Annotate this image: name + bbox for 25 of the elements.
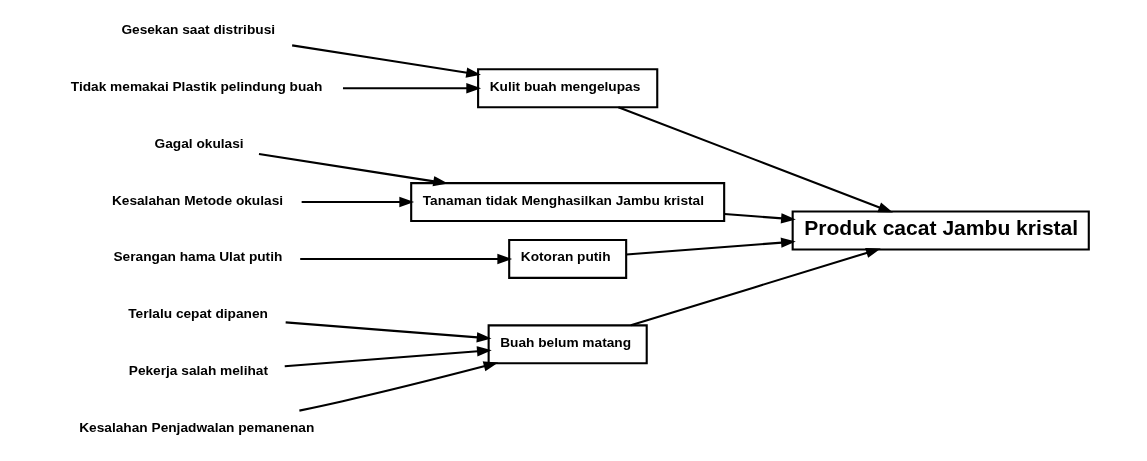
node-text: Tidak memakai Plastik pelindung buah <box>70 78 322 94</box>
arrow <box>630 247 881 327</box>
arrow <box>291 44 481 78</box>
node-box: Tanaman tidak Menghasilkan Jambu kristal <box>409 182 725 223</box>
arrow <box>625 237 796 256</box>
node-text: Gagal okulasi <box>154 135 244 151</box>
arrow <box>285 321 492 343</box>
node-text: Pekerja salah melihat <box>128 363 268 379</box>
arrow <box>301 196 414 208</box>
node-box: Buah belum matang <box>487 324 648 365</box>
node-box: Produk cacat Jambu kristal <box>791 210 1090 251</box>
arrow <box>284 346 492 368</box>
node-box: Kulit buah mengelupas <box>476 68 658 109</box>
node-text: Kesalahan Metode okulasi <box>111 192 283 208</box>
arrow <box>298 361 498 412</box>
node-text: Gesekan saat distribusi <box>120 21 275 37</box>
node-box: Kotoran putih <box>507 238 627 279</box>
arrow <box>258 153 448 187</box>
arrow <box>617 106 893 213</box>
node-text: Kesalahan Penjadwalan pemanenan <box>78 420 314 436</box>
arrow <box>299 253 512 265</box>
arrow <box>342 83 481 94</box>
arrow <box>723 212 796 224</box>
node-text: Serangan hama Ulat putih <box>112 249 282 265</box>
node-text: Terlalu cepat dipanen <box>127 306 268 322</box>
